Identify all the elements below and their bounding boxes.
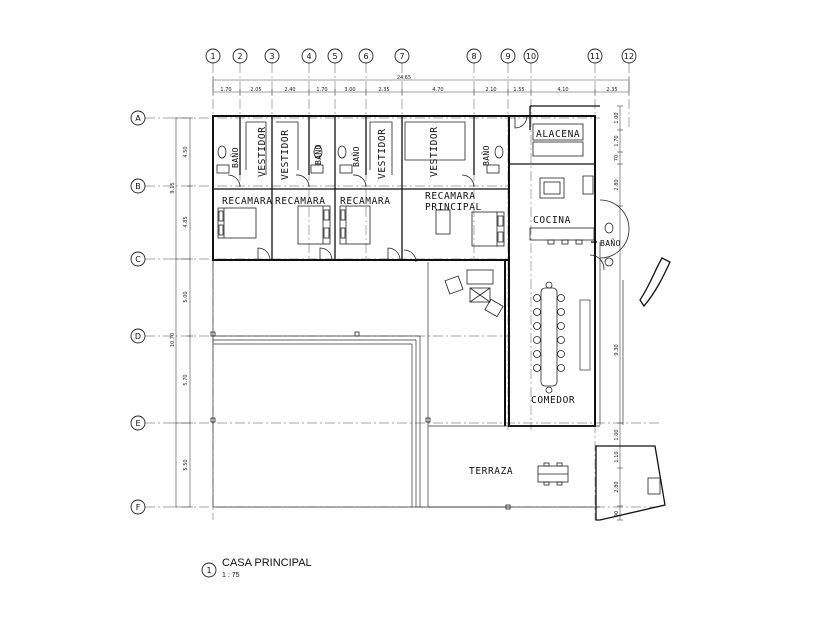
room-label-bano: BAÑO: [313, 144, 323, 165]
grid-col-label: 11: [590, 52, 600, 61]
drawing-title: CASA PRINCIPAL: [222, 557, 312, 569]
grid-col-label: 8: [471, 52, 476, 61]
dim-seg: 1.70: [220, 87, 231, 93]
dimension-right: 1.00 1.70 70 2.80 9.30 1.00 1.10 2.80 90: [614, 105, 623, 521]
dim-seg: 4.10: [557, 87, 568, 93]
grid-col-label: 7: [399, 52, 404, 61]
dimension-top: 24.65 1.70 2.05 2.40 1.70 3.00 2.35 4.70…: [212, 75, 630, 95]
room-label-recamara-principal: RECAMARA: [425, 191, 476, 202]
room-label-recamara: RECAMARA: [340, 196, 391, 207]
dimension-left: 4.50 4.85 5.00 5.70 5.50 9.15 10.70: [170, 117, 193, 508]
room-label-terraza: TERRAZA: [469, 466, 513, 477]
dim-overall-mid: 10.70: [170, 333, 176, 347]
dim-seg: 2.35: [378, 87, 389, 93]
room-label-comedor: COMEDOR: [531, 395, 575, 406]
room-label-alacena: ALACENA: [536, 129, 580, 140]
grid-row-label: B: [135, 182, 141, 191]
room-label-bano: BAÑO: [600, 238, 621, 248]
room-label-bano: BAÑO: [351, 146, 361, 167]
grid-col-label: 1: [210, 52, 215, 61]
grid-bubbles-rows: A B C D E F: [130, 110, 146, 515]
dim-seg: 5.70: [183, 374, 189, 385]
grid-col-label: 10: [526, 52, 536, 61]
grid-col-label: 2: [237, 52, 242, 61]
grid-col-label: 6: [363, 52, 368, 61]
dim-overall-top: 9.15: [170, 182, 176, 193]
dim-seg: 4.85: [183, 216, 189, 227]
dim-seg: 1.70: [316, 87, 327, 93]
grid-row-label: D: [135, 332, 141, 341]
dim-seg: 2.80: [614, 481, 620, 492]
terrace-deck: [210, 257, 671, 521]
dim-seg: 2.05: [250, 87, 261, 93]
room-label-bano: BAÑO: [230, 147, 240, 168]
room-label-recamara-principal: PRINCIPAL: [425, 202, 482, 213]
walls: [212, 105, 624, 427]
dim-seg: 2.35: [606, 87, 617, 93]
room-label-vestidor: VESTIDOR: [429, 126, 440, 177]
room-labels: BAÑO VESTIDOR VESTIDOR BAÑO BAÑO VESTIDO…: [222, 126, 621, 477]
title-block: 1 CASA PRINCIPAL 1 : 75: [201, 557, 312, 579]
grid-col-label: 3: [269, 52, 274, 61]
grid-row-label: C: [135, 255, 141, 264]
room-label-vestidor: VESTIDOR: [377, 128, 388, 179]
title-number: 1: [206, 566, 211, 575]
room-label-recamara: RECAMARA: [275, 196, 326, 207]
grid-col-label: 12: [624, 52, 634, 61]
grid-row-label: E: [135, 419, 140, 428]
dim-seg: 4.70: [432, 87, 443, 93]
fixtures: [216, 121, 614, 486]
room-label-bano: BAÑO: [481, 145, 491, 166]
dim-seg: 2.40: [284, 87, 295, 93]
dim-seg: 1.00: [614, 429, 620, 440]
room-label-cocina: COCINA: [533, 215, 571, 226]
grid-row-label: F: [136, 503, 141, 512]
dim-seg: 2.80: [614, 179, 620, 190]
room-label-vestidor: VESTIDOR: [257, 126, 268, 177]
grid-row-label: A: [135, 114, 141, 123]
dim-seg: 1.55: [513, 87, 524, 93]
dim-seg: 2.10: [485, 87, 496, 93]
dim-seg: 1.00: [614, 112, 620, 123]
dim-seg: 70: [614, 155, 620, 161]
dim-overall-width: 24.65: [397, 75, 411, 81]
dim-seg: 90: [614, 511, 620, 517]
dim-seg: 5.50: [183, 459, 189, 470]
room-label-recamara: RECAMARA: [222, 196, 273, 207]
grid-bubbles-columns: 1 2 3 4 5 6 7 8 9 10 11 12: [205, 48, 637, 64]
grid-col-label: 4: [306, 52, 311, 61]
dim-seg: 3.00: [344, 87, 355, 93]
doors: [227, 115, 630, 271]
room-label-vestidor: VESTIDOR: [280, 129, 291, 180]
dim-seg: 1.70: [614, 135, 620, 146]
dim-seg: 5.00: [183, 291, 189, 302]
dim-seg: 1.10: [614, 451, 620, 462]
grid-col-label: 5: [332, 52, 337, 61]
grid-col-label: 9: [505, 52, 510, 61]
dim-seg: 4.50: [183, 146, 189, 157]
drawing-scale: 1 : 75: [222, 572, 240, 579]
dim-seg: 9.30: [614, 344, 620, 355]
